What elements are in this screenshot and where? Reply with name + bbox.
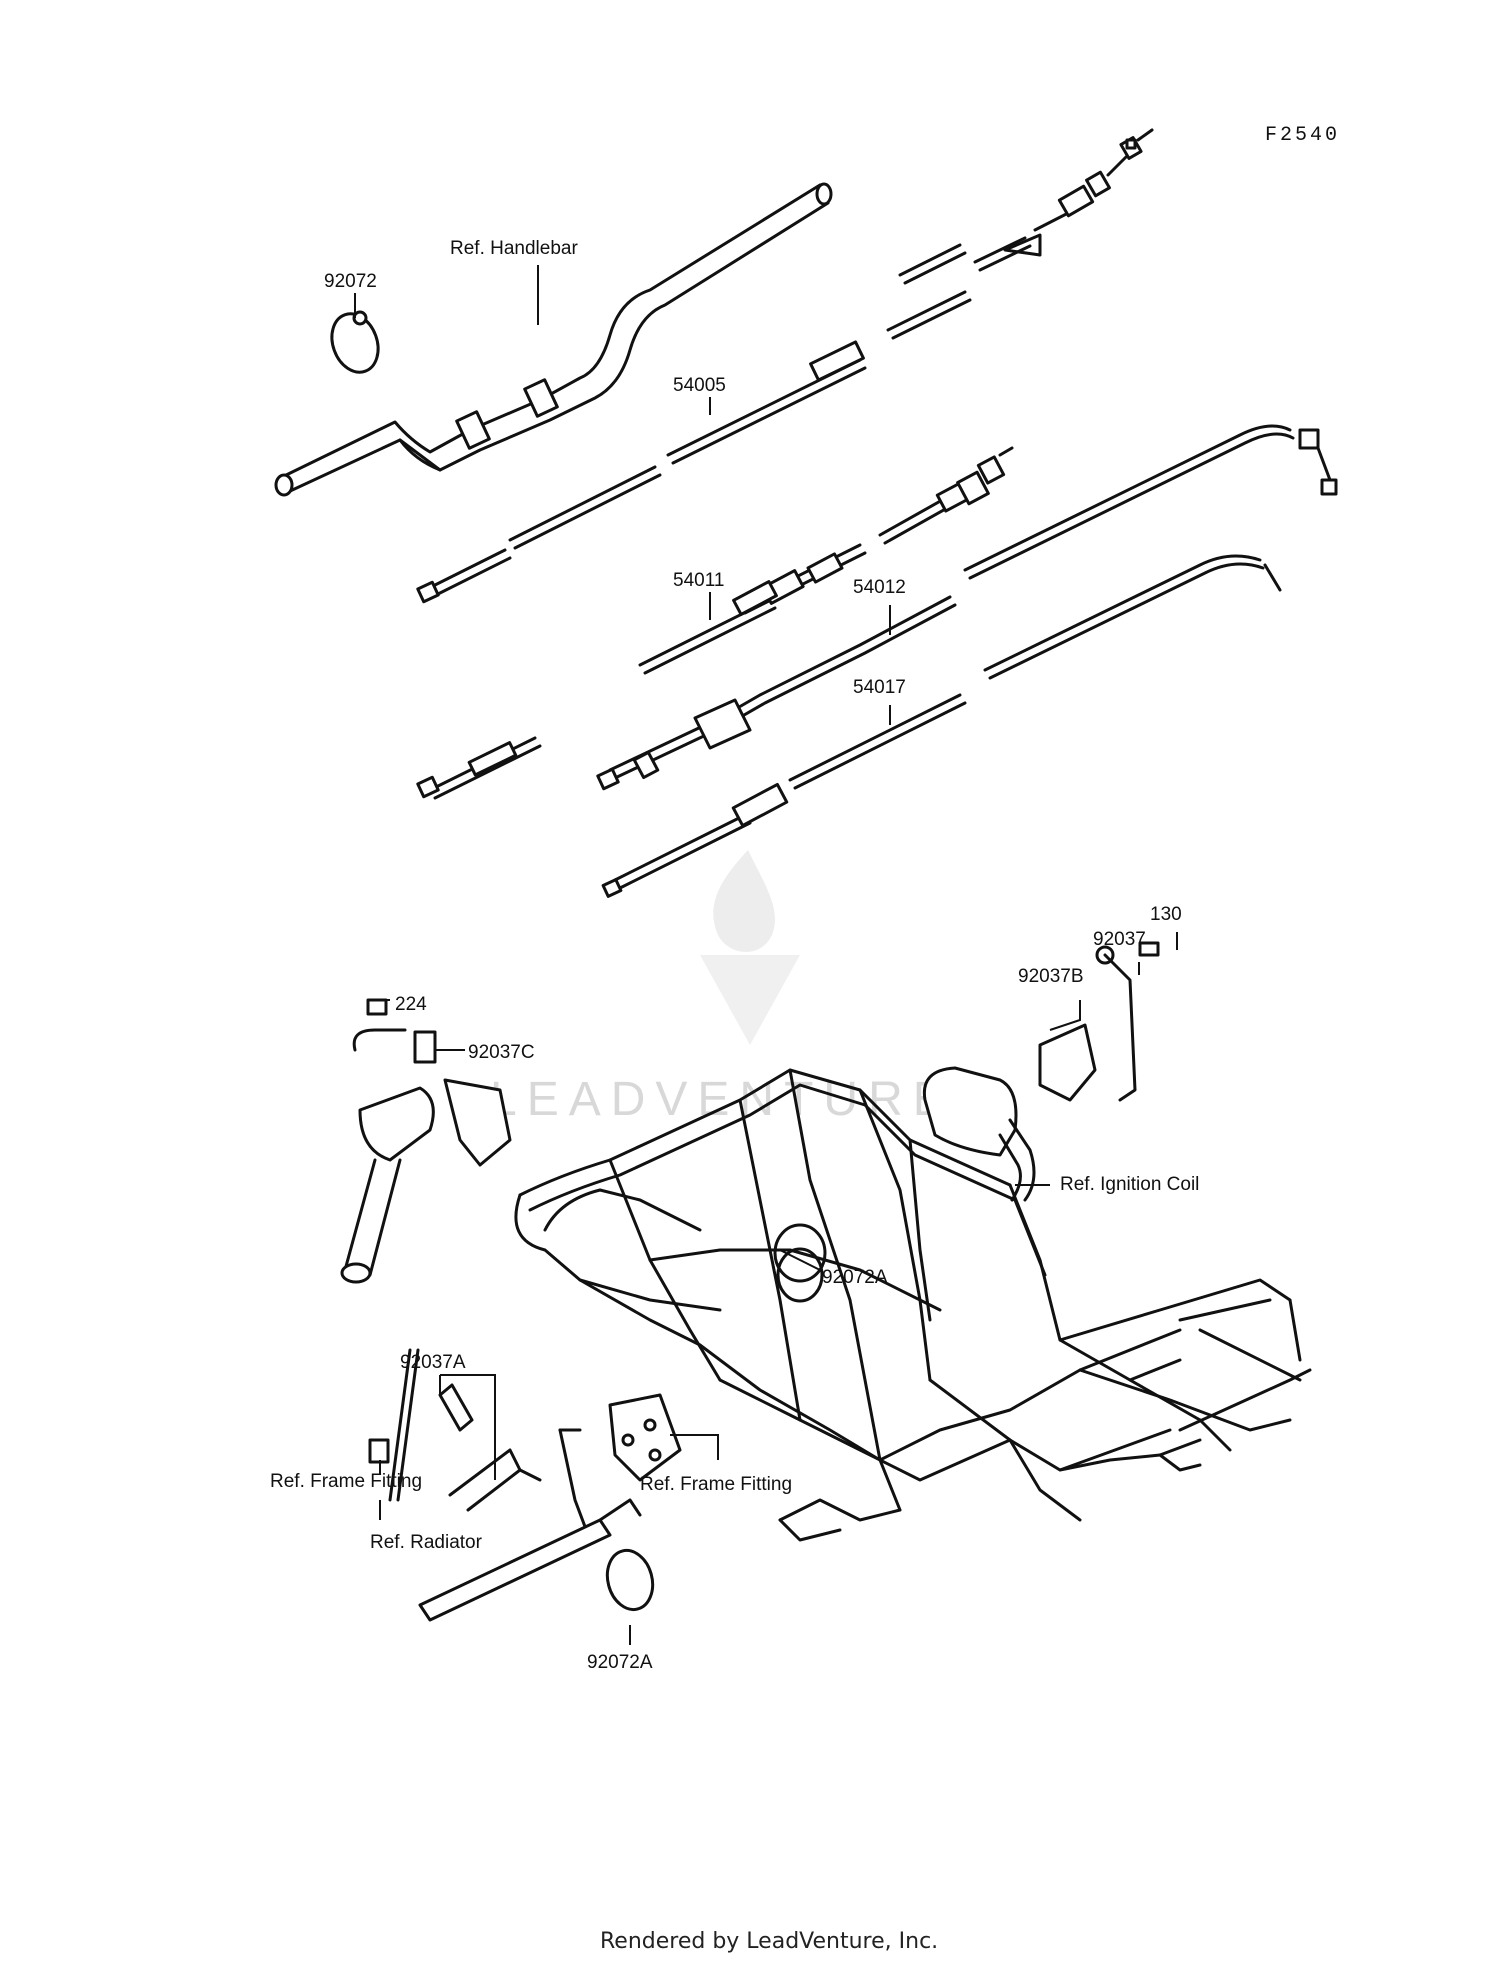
label-130: 130 bbox=[1150, 904, 1182, 925]
watermark-text: LEADVENTURE bbox=[490, 1073, 955, 1126]
label-92037: 92037 bbox=[1093, 929, 1146, 950]
watermark-logo bbox=[700, 850, 800, 1045]
label-ref-handlebar: Ref. Handlebar bbox=[450, 238, 578, 259]
leader-lines bbox=[354, 265, 1178, 1645]
label-92037B: 92037B bbox=[1018, 966, 1084, 987]
diagram-code: F2540 bbox=[1265, 124, 1340, 147]
label-ref-ignition-coil: Ref. Ignition Coil bbox=[1060, 1174, 1199, 1195]
label-92072A-frame: 92072A bbox=[822, 1267, 888, 1288]
cable-54011 bbox=[416, 446, 1014, 800]
label-92037C: 92037C bbox=[468, 1042, 535, 1063]
label-ref-frame-fitting-right: Ref. Frame Fitting bbox=[640, 1474, 792, 1495]
label-ref-radiator: Ref. Radiator bbox=[370, 1532, 483, 1553]
label-92072A-bottom: 92072A bbox=[587, 1652, 653, 1673]
handlebar-drawing bbox=[274, 182, 833, 497]
label-54012: 54012 bbox=[853, 577, 906, 598]
cable-54005 bbox=[416, 128, 1154, 604]
cable-54017 bbox=[601, 554, 1282, 898]
footer-credit: Rendered by LeadVenture, Inc. bbox=[600, 1929, 938, 1954]
lower-brackets-drawing bbox=[368, 1348, 682, 1622]
label-54011: 54011 bbox=[673, 570, 724, 591]
switch-assembly-drawing bbox=[340, 998, 512, 1284]
label-ref-frame-fitting-left: Ref. Frame Fitting bbox=[270, 1471, 422, 1492]
clamp-92072A-frame bbox=[773, 1223, 827, 1283]
label-54017: 54017 bbox=[853, 677, 906, 698]
ignition-coil-drawing bbox=[922, 941, 1160, 1202]
label-92072: 92072 bbox=[324, 271, 377, 292]
label-92037A: 92037A bbox=[400, 1352, 466, 1373]
label-224: 224 bbox=[395, 994, 427, 1015]
atv-frame-drawing bbox=[514, 1068, 1312, 1542]
label-54005: 54005 bbox=[673, 375, 726, 396]
